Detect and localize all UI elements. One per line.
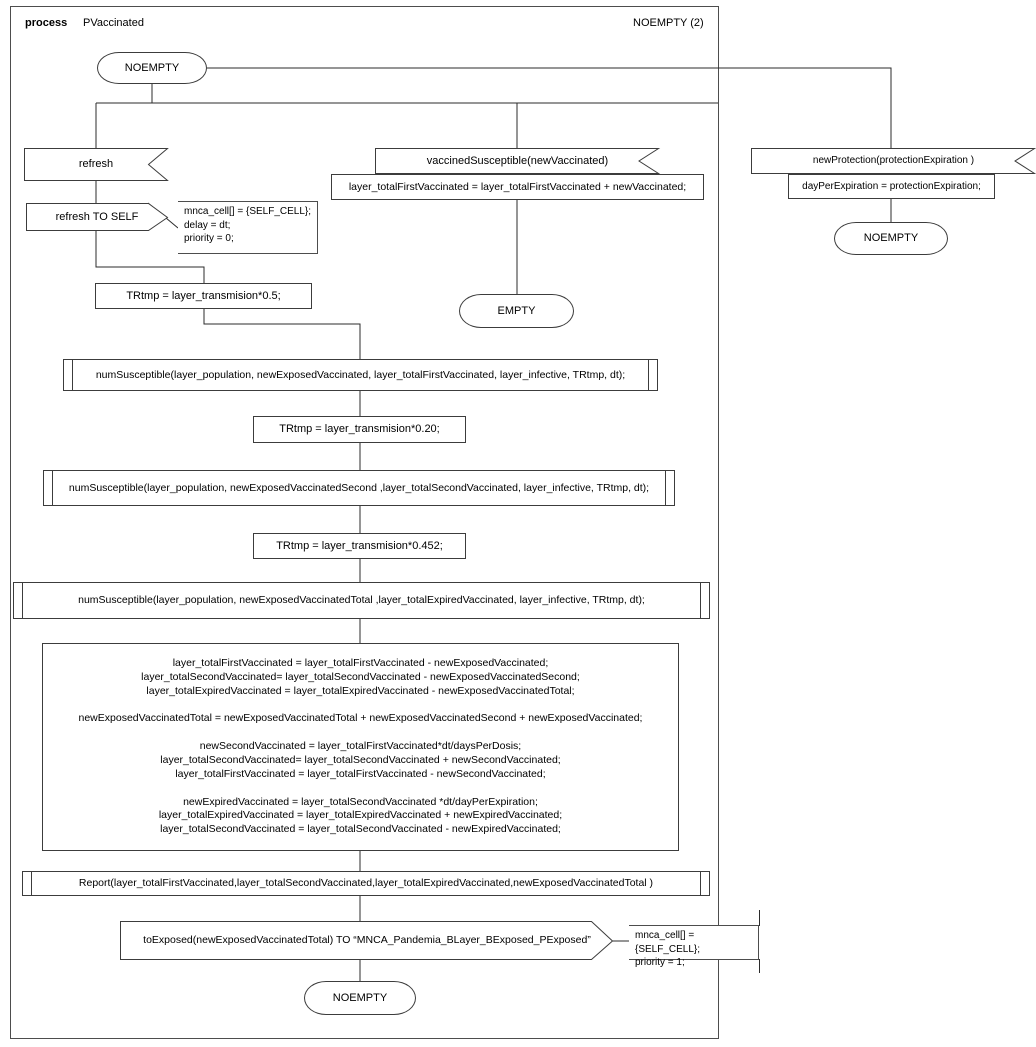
- task-vaccination-update-label: layer_totalFirstVaccinated = layer_total…: [78, 656, 643, 836]
- state-empty[interactable]: EMPTY: [459, 294, 574, 328]
- proc-bar-left: [22, 583, 23, 618]
- task-trtmp-0452-label: TRtmp = layer_transmision*0.452;: [276, 539, 443, 552]
- state-noempty-end-left[interactable]: NOEMPTY: [304, 981, 416, 1015]
- procedure-numsusceptible-second[interactable]: numSusceptible(layer_population, newExpo…: [43, 470, 675, 506]
- task-total-first-vaccinated-label: layer_totalFirstVaccinated = layer_total…: [348, 180, 687, 193]
- note-refresh-text: mnca_cell[] = {SELF_CELL}; delay = dt; p…: [184, 206, 312, 244]
- proc-bar-right: [700, 872, 701, 895]
- note-to-exposed-params: mnca_cell[] = {SELF_CELL}; priority = 1;: [629, 925, 759, 968]
- output-to-exposed[interactable]: toExposed(newExposedVaccinatedTotal) TO …: [120, 921, 614, 960]
- state-noempty-end-right[interactable]: NOEMPTY: [834, 222, 948, 255]
- input-refresh[interactable]: refresh: [24, 148, 169, 181]
- note-to-exposed-stub-bottom: [759, 959, 760, 973]
- proc-bar-right: [665, 471, 666, 505]
- proc-bar-right: [700, 583, 701, 618]
- proc-bar-right: [648, 360, 649, 390]
- note-refresh-params: mnca_cell[] = {SELF_CELL}; delay = dt; p…: [178, 201, 318, 254]
- procedure-numsusceptible-first-label: numSusceptible(layer_population, newExpo…: [95, 368, 626, 381]
- procedure-numsusceptible-second-label: numSusceptible(layer_population, newExpo…: [68, 481, 650, 494]
- input-vaccined-susceptible[interactable]: vaccinedSusceptible(newVaccinated): [375, 148, 661, 174]
- output-to-exposed-label: toExposed(newExposedVaccinatedTotal) TO …: [143, 934, 591, 947]
- input-refresh-label: refresh: [78, 157, 114, 170]
- procedure-report[interactable]: Report(layer_totalFirstVaccinated,layer_…: [22, 871, 710, 896]
- input-new-protection[interactable]: newProtection(protectionExpiration ): [751, 148, 1036, 174]
- procedure-numsusceptible-first[interactable]: numSusceptible(layer_population, newExpo…: [63, 359, 658, 391]
- task-total-first-vaccinated[interactable]: layer_totalFirstVaccinated = layer_total…: [331, 174, 704, 200]
- note-to-exposed-stub-top: [759, 910, 760, 926]
- task-vaccination-update[interactable]: layer_totalFirstVaccinated = layer_total…: [42, 643, 679, 851]
- state-label: EMPTY: [497, 304, 536, 317]
- state-label: NOEMPTY: [332, 991, 388, 1004]
- task-trtmp-020[interactable]: TRtmp = layer_transmision*0.20;: [253, 416, 466, 443]
- input-vaccined-susceptible-label: vaccinedSusceptible(newVaccinated): [426, 154, 609, 167]
- proc-bar-left: [72, 360, 73, 390]
- state-noempty-start[interactable]: NOEMPTY: [97, 52, 207, 84]
- output-refresh-label: refresh TO SELF: [55, 210, 139, 223]
- note-to-exposed-text: mnca_cell[] = {SELF_CELL}; priority = 1;: [635, 930, 701, 968]
- task-day-per-expiration[interactable]: dayPerExpiration = protectionExpiration;: [788, 174, 995, 199]
- task-trtmp-05[interactable]: TRtmp = layer_transmision*0.5;: [95, 283, 312, 309]
- task-trtmp-0452[interactable]: TRtmp = layer_transmision*0.452;: [253, 533, 466, 559]
- proc-bar-left: [52, 471, 53, 505]
- task-trtmp-020-label: TRtmp = layer_transmision*0.20;: [279, 423, 440, 436]
- task-day-per-expiration-label: dayPerExpiration = protectionExpiration;: [802, 180, 981, 192]
- proc-bar-left: [31, 872, 32, 895]
- process-name: PVaccinated: [83, 17, 144, 29]
- page-label: NOEMPTY (2): [633, 17, 704, 29]
- procedure-numsusceptible-total[interactable]: numSusceptible(layer_population, newExpo…: [13, 582, 710, 619]
- procedure-numsusceptible-total-label: numSusceptible(layer_population, newExpo…: [78, 594, 645, 607]
- process-frame: [10, 6, 719, 1039]
- state-label: NOEMPTY: [124, 61, 180, 74]
- procedure-report-label: Report(layer_totalFirstVaccinated,layer_…: [78, 877, 654, 890]
- process-keyword: process: [25, 17, 68, 29]
- state-label: NOEMPTY: [863, 232, 919, 245]
- task-trtmp-05-label: TRtmp = layer_transmision*0.5;: [126, 289, 281, 302]
- output-refresh-to-self[interactable]: refresh TO SELF: [26, 203, 169, 231]
- input-new-protection-label: newProtection(protectionExpiration ): [812, 155, 975, 167]
